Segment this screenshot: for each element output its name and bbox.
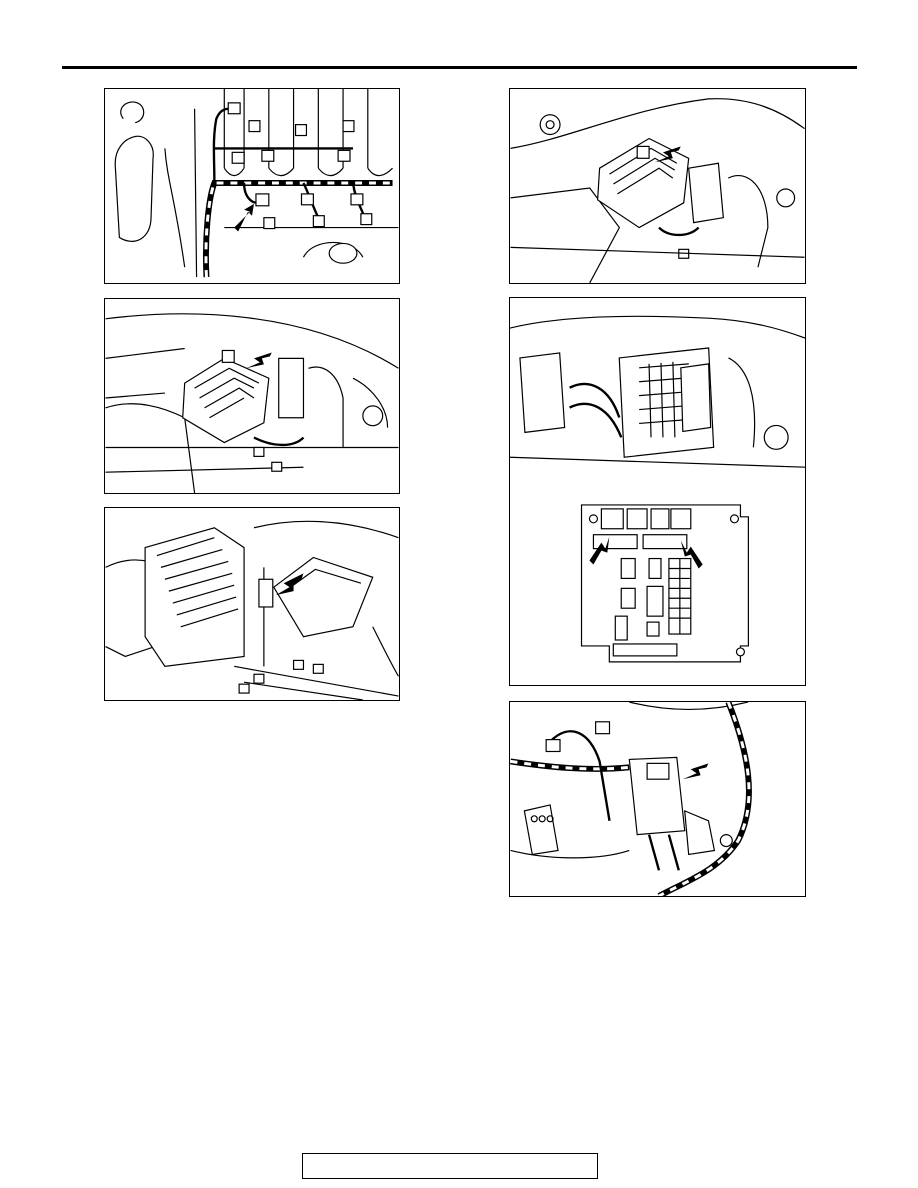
figure-relay-box-connector — [104, 298, 400, 494]
arrow-icon — [234, 203, 254, 232]
arrow-icon — [246, 352, 272, 369]
connector — [258, 578, 274, 608]
connector — [255, 193, 270, 207]
connector — [592, 534, 638, 550]
connector — [312, 663, 324, 674]
connector — [595, 721, 611, 735]
header-rule — [62, 66, 857, 69]
arrow-icon — [275, 573, 304, 596]
connector — [360, 213, 373, 226]
connector — [636, 145, 650, 159]
connector — [263, 217, 276, 230]
relay-box-top-illustration — [510, 98, 805, 283]
connector — [350, 193, 364, 206]
junction-block-illustration — [510, 315, 805, 663]
connector — [221, 349, 235, 363]
arrow-icon — [680, 540, 703, 569]
figure-junction-block — [509, 297, 806, 686]
arrow-icon — [655, 146, 681, 163]
figure-bracket-connector — [509, 701, 806, 897]
connector — [253, 673, 265, 684]
figure-relay-box-top — [509, 88, 806, 284]
connector — [248, 120, 261, 133]
connector — [271, 461, 283, 472]
air-cleaner-illustration — [105, 520, 399, 700]
connector — [231, 151, 245, 164]
connector — [342, 120, 355, 133]
arrow-icon — [682, 763, 709, 780]
figure-engine-harness — [104, 88, 400, 284]
connector — [227, 102, 241, 115]
connector — [238, 683, 250, 694]
connector — [292, 659, 305, 670]
relay-box-illustration — [105, 313, 399, 493]
connector — [261, 149, 275, 162]
connector — [337, 149, 351, 162]
connector — [545, 739, 561, 753]
engine-harness-illustration — [114, 89, 399, 278]
bracket-connector-illustration — [510, 702, 752, 896]
connector — [646, 762, 670, 780]
connector — [642, 534, 688, 550]
arrow-icon — [589, 536, 610, 565]
footer-box — [302, 1153, 598, 1179]
connector — [253, 446, 265, 457]
connector — [312, 215, 325, 228]
figure-air-cleaner-connector — [104, 507, 400, 701]
connector — [300, 193, 314, 206]
connector — [294, 124, 308, 137]
